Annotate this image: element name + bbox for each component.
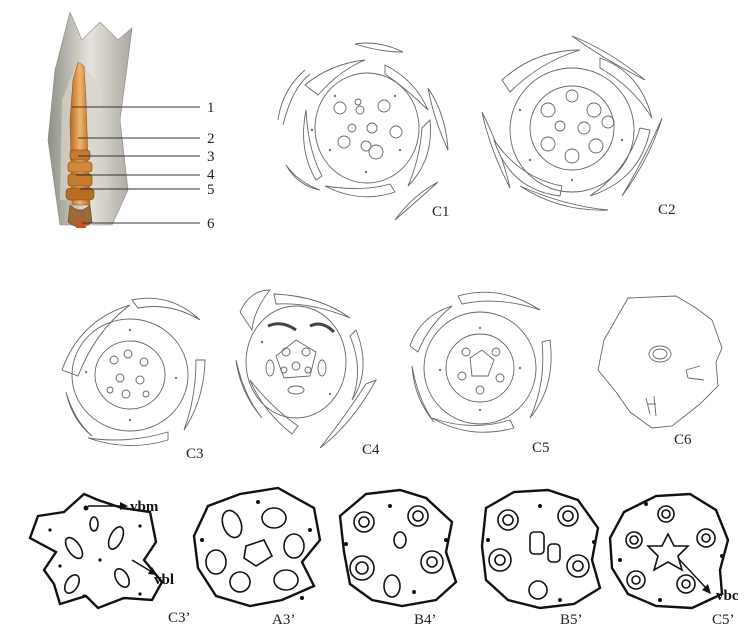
label-a3-prime: A3’ [272,612,295,628]
annotation-vbm: vbm [130,499,159,515]
label-c3: C3 [186,446,204,462]
photo-label-6: 6 [207,216,215,232]
label-c5: C5 [532,440,550,456]
label-b4-prime: B4’ [414,612,437,628]
section-b4-prime [340,490,456,606]
section-c2 [482,36,662,210]
annotation-vbc: vbc [716,588,739,604]
section-c1 [278,43,448,220]
label-c2: C2 [658,202,676,218]
label-c3-prime: C3’ [168,610,191,626]
section-c4 [236,290,376,448]
label-c1: C1 [432,204,450,220]
label-c6: C6 [674,432,692,448]
photo-label-5: 5 [207,182,215,198]
label-c5-prime: C5’ [712,612,735,628]
annotation-vbl: vbl [154,572,174,588]
section-c5 [410,292,551,432]
flower-photo [48,12,132,228]
photo-label-1: 1 [207,100,215,116]
photo-label-2: 2 [207,131,215,147]
section-c3 [62,298,205,445]
section-c5-prime [610,494,728,608]
photo-label-3: 3 [207,149,215,165]
label-c4: C4 [362,442,380,458]
photo-label-4: 4 [207,167,215,183]
section-b5-prime [482,490,600,608]
label-b5-prime: B5’ [560,612,583,628]
section-c6 [598,296,722,428]
section-a3-prime [194,488,320,606]
